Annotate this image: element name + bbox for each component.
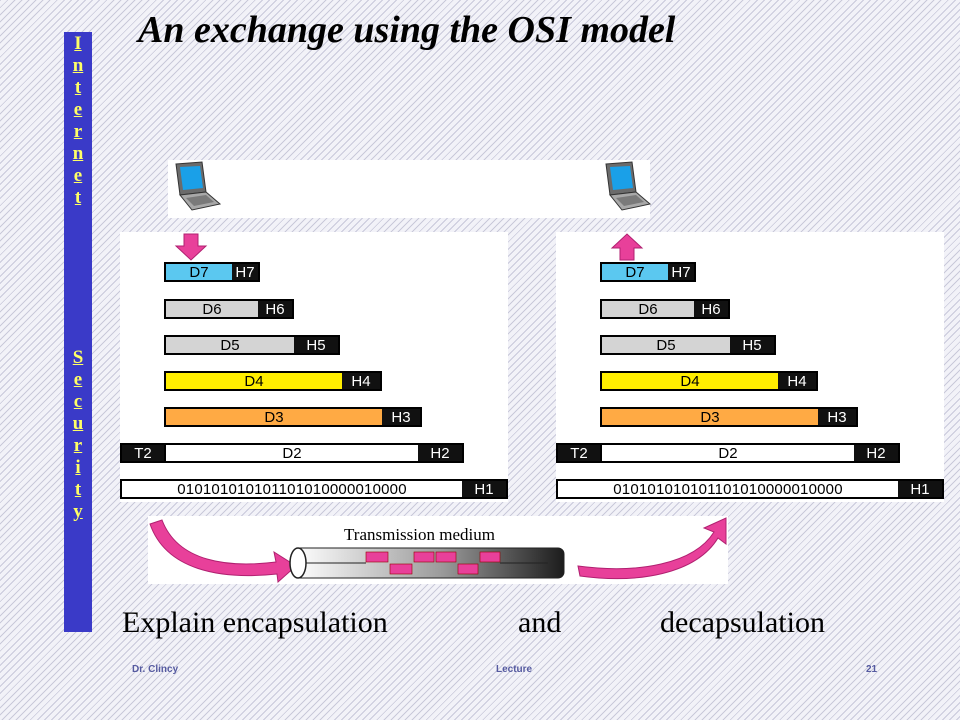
curved-arrow-icon [577, 517, 727, 580]
data-segment: D5 [166, 337, 294, 353]
sidebar-letter: u [72, 413, 84, 434]
header-segment: H6 [694, 301, 728, 317]
curved-arrow-icon [149, 519, 297, 584]
sidebar-banner: I n t e r n e t S e c u r i t y [64, 32, 92, 632]
receiver-stack-panel: D7 H7 D6 H6 D5 H5 D4 H4 D3 H3 T2 D2 H2 0… [556, 232, 944, 502]
layer-2-bar: T2 D2 H2 [556, 443, 900, 463]
layer-3-bar: D3 H3 [600, 407, 858, 427]
sidebar-letter: r [73, 435, 83, 456]
trailer-segment: T2 [122, 445, 166, 461]
signal-pulse [479, 551, 501, 563]
sender-stack-panel: D7 H7 D6 H6 D5 H5 D4 H4 D3 H3 T2 D2 H2 0… [120, 232, 508, 502]
signal-pulse [389, 563, 413, 575]
computers-strip [168, 160, 652, 218]
transmission-panel: Transmission medium [148, 516, 728, 584]
sidebar-letter: e [73, 165, 83, 186]
header-segment: H7 [668, 264, 694, 280]
sidebar-letter: r [73, 121, 83, 142]
header-segment: H7 [232, 264, 258, 280]
caption-and: and [518, 606, 562, 639]
footer-page-number: 21 [866, 664, 878, 675]
laptop-icon [605, 161, 652, 211]
header-segment: H2 [854, 445, 898, 461]
data-segment: D7 [602, 264, 668, 280]
sidebar-letter: S [72, 347, 84, 368]
layer-1-bar: 010101010101101010000010000 H1 [120, 479, 508, 499]
sidebar-letter: n [72, 143, 84, 164]
layer-7-bar: D7 H7 [600, 262, 696, 282]
signal-pulse [365, 551, 389, 563]
sidebar-letter: e [73, 99, 83, 120]
layer-1-bar: 010101010101101010000010000 H1 [556, 479, 944, 499]
sidebar-letter: t [74, 77, 82, 98]
header-segment: H4 [342, 373, 380, 389]
data-segment: D5 [602, 337, 730, 353]
data-segment: D3 [602, 409, 818, 425]
data-segment: D2 [166, 445, 418, 461]
header-segment: H1 [462, 481, 506, 497]
sidebar-letter: c [73, 391, 83, 412]
footer-author: Dr. Clincy [132, 664, 179, 675]
signal-pulse [435, 551, 457, 563]
trailer-segment: T2 [558, 445, 602, 461]
data-segment: D7 [166, 264, 232, 280]
data-segment: D4 [602, 373, 778, 389]
signal-pulse [457, 563, 479, 575]
laptop-icon [175, 161, 222, 211]
sidebar-letter: y [73, 501, 83, 522]
footer-label: Lecture [496, 664, 533, 675]
transmission-graphic: Transmission medium [149, 517, 727, 584]
arrow-up-icon [610, 233, 644, 261]
header-segment: H5 [730, 337, 774, 353]
sidebar-letter: n [72, 55, 84, 76]
sidebar-letter: t [74, 187, 82, 208]
layer-6-bar: D6 H6 [164, 299, 294, 319]
sidebar-letter: t [74, 479, 82, 500]
layer-7-bar: D7 H7 [164, 262, 260, 282]
header-segment: H3 [818, 409, 856, 425]
layer-4-bar: D4 H4 [600, 371, 818, 391]
slide-title: An exchange using the OSI model [138, 9, 676, 51]
layer-2-bar: T2 D2 H2 [120, 443, 464, 463]
layer-3-bar: D3 H3 [164, 407, 422, 427]
medium-label: Transmission medium [344, 525, 495, 544]
sidebar-letter: i [75, 457, 81, 478]
caption-encapsulation: Explain encapsulation [122, 606, 388, 639]
cable-end [289, 547, 307, 579]
caption-decapsulation: decapsulation [660, 606, 825, 639]
layer-4-bar: D4 H4 [164, 371, 382, 391]
arrow-down-icon [174, 233, 208, 261]
signal-pulse [413, 551, 435, 563]
sidebar-letter: I [74, 33, 82, 54]
layer-5-bar: D5 H5 [600, 335, 776, 355]
header-segment: H5 [294, 337, 338, 353]
layer-5-bar: D5 H5 [164, 335, 340, 355]
header-segment: H1 [898, 481, 942, 497]
header-segment: H6 [258, 301, 292, 317]
data-segment: D6 [166, 301, 258, 317]
bits-segment: 010101010101101010000010000 [122, 481, 462, 497]
data-segment: D3 [166, 409, 382, 425]
data-segment: D2 [602, 445, 854, 461]
header-segment: H2 [418, 445, 462, 461]
data-segment: D4 [166, 373, 342, 389]
layer-6-bar: D6 H6 [600, 299, 730, 319]
sidebar-letter: e [73, 369, 83, 390]
data-segment: D6 [602, 301, 694, 317]
header-segment: H3 [382, 409, 420, 425]
bits-segment: 010101010101101010000010000 [558, 481, 898, 497]
header-segment: H4 [778, 373, 816, 389]
